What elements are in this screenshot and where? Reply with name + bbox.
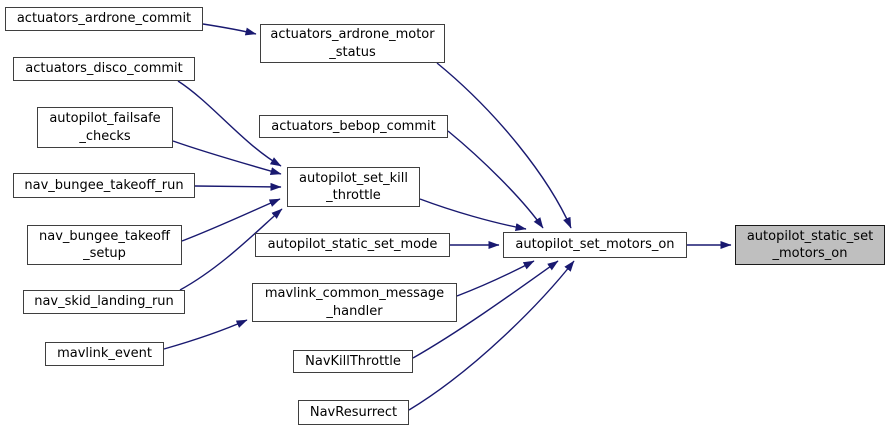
- edge-actuators_ardrone_motor_status-to-autopilot_set_motors_on: [436, 62, 572, 229]
- edge-autopilot_set_kill_throttle-to-autopilot_set_motors_on: [419, 198, 527, 232]
- node-autopilot_static_set_motors_on: autopilot_static_set _motors_on: [735, 225, 885, 265]
- node-mavlink_event[interactable]: mavlink_event: [45, 342, 164, 366]
- node-autopilot_failsafe_checks[interactable]: autopilot_failsafe _checks: [37, 107, 173, 148]
- node-actuators_ardrone_motor_status[interactable]: actuators_ardrone_motor _status: [260, 24, 445, 63]
- node-NavResurrect[interactable]: NavResurrect: [298, 400, 409, 425]
- edge-autopilot_failsafe_checks-to-autopilot_set_kill_throttle: [172, 140, 282, 175]
- edge-nav_skid_landing_run-to-autopilot_set_kill_throttle: [179, 208, 283, 291]
- edge-actuators_bebop_commit-to-autopilot_set_motors_on: [447, 130, 544, 229]
- edge-actuators_ardrone_commit-to-actuators_ardrone_motor_status: [202, 23, 257, 36]
- node-NavKillThrottle[interactable]: NavKillThrottle: [293, 350, 413, 373]
- node-autopilot_set_motors_on[interactable]: autopilot_set_motors_on: [503, 232, 687, 258]
- edge-mavlink_common_message_handler-to-autopilot_set_motors_on: [456, 260, 535, 297]
- node-actuators_bebop_commit[interactable]: actuators_bebop_commit: [259, 115, 448, 138]
- node-nav_bungee_takeoff_run[interactable]: nav_bungee_takeoff_run: [13, 173, 195, 198]
- node-nav_skid_landing_run[interactable]: nav_skid_landing_run: [23, 290, 185, 314]
- edge-actuators_disco_commit-to-autopilot_set_kill_throttle: [177, 80, 282, 167]
- edge-NavKillThrottle-to-autopilot_set_motors_on: [412, 260, 559, 359]
- edge-nav_bungee_takeoff_run-to-autopilot_set_kill_throttle: [194, 182, 282, 191]
- node-nav_bungee_takeoff_setup[interactable]: nav_bungee_takeoff _setup: [27, 225, 182, 265]
- node-mavlink_common_message_handler[interactable]: mavlink_common_message _handler: [252, 283, 457, 322]
- node-actuators_disco_commit[interactable]: actuators_disco_commit: [13, 57, 195, 81]
- edge-mavlink_event-to-mavlink_common_message_handler: [163, 319, 248, 350]
- node-autopilot_set_kill_throttle[interactable]: autopilot_set_kill _throttle: [287, 167, 420, 207]
- edge-NavResurrect-to-autopilot_set_motors_on: [408, 260, 575, 411]
- node-actuators_ardrone_commit[interactable]: actuators_ardrone_commit: [5, 7, 203, 31]
- node-autopilot_static_set_mode[interactable]: autopilot_static_set_mode: [255, 233, 450, 257]
- edge-nav_bungee_takeoff_setup-to-autopilot_set_kill_throttle: [181, 198, 281, 242]
